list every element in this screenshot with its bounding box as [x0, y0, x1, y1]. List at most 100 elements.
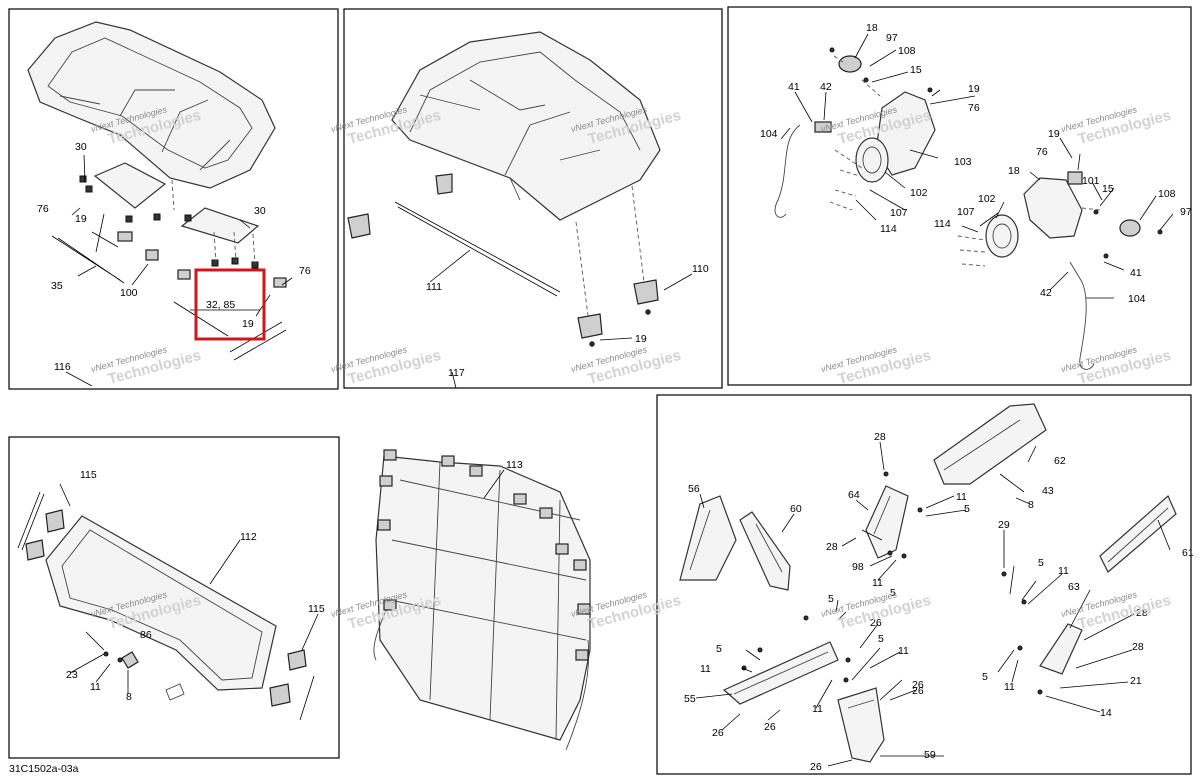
callout: 116 — [54, 361, 71, 373]
callout: 21 — [1130, 675, 1142, 687]
cover-art: 113 — [373, 449, 591, 751]
callout: 5 — [716, 643, 722, 655]
callout: 28 — [874, 431, 886, 443]
callout: 62 — [1054, 455, 1066, 467]
callout: 43 — [1042, 485, 1054, 497]
callout: 30 — [254, 205, 266, 217]
callout: 23 — [66, 669, 78, 681]
callout: 117 — [448, 367, 465, 379]
callout: 30 — [75, 141, 87, 153]
callout: 97 — [1180, 206, 1192, 218]
callout: 61 — [1182, 547, 1194, 559]
callout: 76 — [299, 265, 311, 277]
callout: 14 — [1100, 707, 1112, 719]
highlight-label: 32, 85 — [206, 299, 235, 311]
callout: 11 — [872, 577, 883, 589]
callout: 42 — [1040, 287, 1052, 299]
panel-speakers — [727, 6, 1192, 386]
callout: 18 — [1008, 165, 1020, 177]
callout: 19 — [75, 213, 87, 225]
callout: 64 — [848, 489, 860, 501]
callout: 19 — [1048, 128, 1060, 140]
callout: 42 — [820, 81, 832, 93]
callout: 102 — [910, 187, 928, 199]
callout: 107 — [890, 207, 908, 219]
callout: 11 — [1004, 681, 1015, 693]
callout: 19 — [635, 333, 647, 345]
callout: 5 — [828, 593, 834, 605]
callout: 103 — [954, 156, 972, 168]
callout: 28 — [1132, 641, 1144, 653]
callout: 56 — [688, 483, 700, 495]
callout: 19 — [242, 318, 254, 330]
callout: 102 — [978, 193, 996, 205]
callout: 11 — [812, 703, 823, 715]
callout: 5 — [890, 587, 896, 599]
panel-roof-top — [343, 8, 723, 389]
callout: 104 — [1128, 293, 1146, 305]
callout: 5 — [982, 671, 988, 683]
callout: 108 — [898, 45, 916, 57]
callout: 26 — [912, 679, 924, 691]
callout: 55 — [684, 693, 696, 705]
callout: 108 — [1158, 188, 1176, 200]
panel-rear-panel — [8, 436, 340, 759]
sheet-code: 31C1502a-03a — [9, 763, 79, 775]
callout: 18 — [866, 22, 878, 34]
panel-roof-exploded — [8, 8, 339, 390]
rear-panel-art: 115 112 86 23 11 8 115 — [17, 469, 325, 721]
callout: 76 — [1036, 146, 1048, 158]
callout: 8 — [126, 691, 132, 703]
speakers-art: 18 97 108 15 41 42 19 76 104 103 102 107… — [760, 22, 1192, 370]
callout: 26 — [912, 685, 924, 697]
callout: 11 — [898, 645, 909, 657]
callout: 115 — [308, 603, 325, 615]
callout: 114 — [934, 218, 951, 230]
callout: 11 — [956, 491, 967, 503]
callout: 5 — [1038, 557, 1044, 569]
callout: 98 — [852, 561, 864, 573]
callout: 11 — [700, 663, 711, 675]
callout: 114 — [880, 223, 897, 235]
callout: 107 — [957, 206, 975, 218]
callout: 86 — [140, 629, 152, 641]
callout: 76 — [968, 102, 980, 114]
panel-pillars — [656, 394, 1192, 775]
callout: 28 — [826, 541, 838, 553]
callout: 5 — [964, 503, 970, 515]
callout: 8 — [1028, 499, 1034, 511]
callout: 15 — [1102, 183, 1114, 195]
callout: 26 — [810, 761, 822, 773]
highlight-box — [194, 268, 266, 341]
callout: 115 — [80, 469, 97, 481]
callout: 111 — [426, 281, 442, 293]
callout: 110 — [692, 263, 709, 275]
callout: 113 — [506, 459, 523, 471]
pillars-art: 28 62 56 64 60 11 5 43 8 29 28 98 11 5 6… — [679, 403, 1194, 773]
roof-exploded-art: 32, 85 30 76 19 30 35 100 76 19 116 — [27, 21, 311, 387]
callout: 63 — [1068, 581, 1080, 593]
callout: 41 — [1130, 267, 1142, 279]
callout: 26 — [712, 727, 724, 739]
callout: 60 — [790, 503, 802, 515]
callout: 59 — [924, 749, 936, 761]
callout: 104 — [760, 128, 778, 140]
callout: 28 — [1136, 607, 1148, 619]
callout: 97 — [886, 32, 898, 44]
callout: 100 — [120, 287, 138, 299]
callout: 112 — [240, 531, 257, 543]
callout: 11 — [90, 681, 101, 693]
callout: 101 — [1082, 175, 1100, 187]
callout: 29 — [998, 519, 1010, 531]
callout: 15 — [910, 64, 922, 76]
callout: 76 — [37, 203, 49, 215]
callout: 26 — [870, 617, 882, 629]
callout: 41 — [788, 81, 800, 93]
callout: 26 — [764, 721, 776, 733]
callout: 35 — [51, 280, 63, 292]
callout: 11 — [1058, 565, 1069, 577]
callout: 19 — [968, 83, 980, 95]
roof-top-art: 111 110 19 117 — [347, 31, 709, 389]
callout: 5 — [878, 633, 884, 645]
